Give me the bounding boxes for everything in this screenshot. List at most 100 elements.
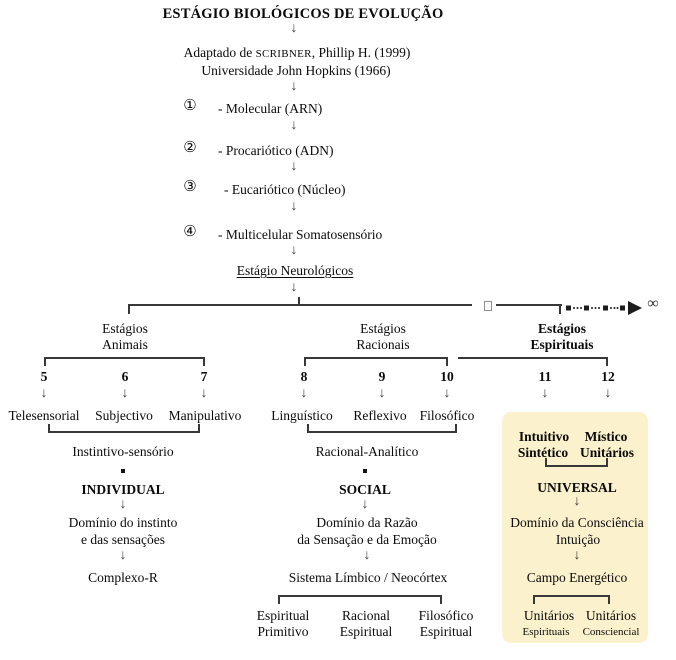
rational-bracket-top bbox=[304, 357, 448, 359]
neurological-stage-label: Estágio Neurológicos bbox=[236, 263, 354, 278]
down-arrow: ↓ bbox=[290, 21, 298, 36]
animal-title-line2: Animais bbox=[102, 337, 148, 352]
infinity-arrow bbox=[566, 301, 642, 315]
down-arrow: ↓ bbox=[573, 494, 581, 509]
down-arrow: ↓ bbox=[363, 548, 371, 563]
stage-number-9: 9 bbox=[378, 369, 386, 384]
down-arrow: ↓ bbox=[290, 118, 298, 133]
bracket-tick bbox=[307, 424, 309, 431]
credit-pre: Adaptado de bbox=[183, 45, 256, 60]
spiritual-outcome-2-line2: Consciencial bbox=[582, 626, 640, 638]
animal-stage-subjectivo: Subjectivo bbox=[95, 408, 153, 423]
bracket-tick bbox=[446, 359, 448, 366]
rational-system: Sistema Límbico / Neocórtex bbox=[288, 570, 448, 585]
spiritual-outcome-1-line1: Unitários bbox=[523, 608, 575, 623]
animal-bracket-top bbox=[44, 357, 205, 359]
down-arrow: ↓ bbox=[290, 79, 298, 94]
branch-tick-right bbox=[559, 306, 561, 314]
down-arrow: ↓ bbox=[300, 386, 308, 401]
spiritual-stage-sintetico: Sintético bbox=[517, 445, 569, 460]
down-arrow: ↓ bbox=[541, 386, 549, 401]
stage-1-circled-number: ① bbox=[183, 98, 197, 114]
credit-line: Adaptado de SCRIBNER, Phillip H. (1999) bbox=[184, 45, 411, 62]
down-arrow: ↓ bbox=[378, 386, 386, 401]
bracket-tick bbox=[278, 597, 280, 604]
down-arrow: ↓ bbox=[604, 386, 612, 401]
rational-domain-line2: da Sensação e da Emoção bbox=[297, 532, 437, 547]
infinity-symbol: ∞ bbox=[647, 295, 659, 312]
rational-outcome-1-line1: Espiritual bbox=[256, 608, 310, 623]
bracket-tick bbox=[440, 597, 442, 604]
rational-title-line2: Racionais bbox=[356, 337, 410, 352]
spiritual-scope: UNIVERSAL bbox=[537, 480, 617, 495]
spiritual-bracket-top bbox=[458, 357, 608, 359]
down-arrow: ↓ bbox=[573, 548, 581, 563]
animal-scope: INDIVIDUAL bbox=[81, 482, 165, 497]
down-arrow: ↓ bbox=[443, 386, 451, 401]
animal-stage-manipulativo: Manipulativo bbox=[168, 408, 242, 423]
spiritual-domain-line1: Domínio da Consciência bbox=[510, 515, 644, 530]
down-arrow: ↓ bbox=[290, 159, 298, 174]
stage-number-7: 7 bbox=[200, 369, 208, 384]
bracket-tick bbox=[608, 597, 610, 604]
stage-2-circled-number: ② bbox=[183, 140, 197, 156]
spiritual-title-line2: Espirituais bbox=[530, 337, 594, 352]
stage-4-label: - Multicelular Somatosensório bbox=[218, 227, 383, 242]
bracket-tick bbox=[48, 424, 50, 431]
branch-tick-center bbox=[298, 297, 300, 305]
square-bullet bbox=[363, 469, 367, 473]
stage-number-8: 8 bbox=[300, 369, 308, 384]
spiritual-highlight-box bbox=[502, 412, 648, 643]
bracket-tick bbox=[198, 424, 200, 431]
square-bullet bbox=[121, 469, 125, 473]
rational-outcome-3-line1: Filosófico bbox=[418, 608, 474, 623]
rational-scope: SOCIAL bbox=[339, 482, 391, 497]
spiritual-bracket-inner bbox=[545, 465, 608, 467]
rational-outcomes-bracket bbox=[278, 595, 442, 597]
stage-2-label: - Procariótico (ADN) bbox=[218, 143, 334, 158]
spiritual-domain-line2: Intuição bbox=[555, 532, 601, 547]
bracket-tick bbox=[203, 359, 205, 366]
stage-number-11: 11 bbox=[538, 369, 552, 384]
animal-stage-telesensorial: Telesensorial bbox=[8, 408, 80, 423]
bracket-tick bbox=[545, 458, 547, 465]
bracket-tick bbox=[606, 359, 608, 366]
rational-stage-linguistico: Linguístico bbox=[271, 408, 333, 423]
stage-4-circled-number: ④ bbox=[183, 224, 197, 240]
stage-1-label: - Molecular (ARN) bbox=[218, 101, 323, 116]
down-arrow: ↓ bbox=[290, 243, 298, 258]
down-arrow: ↓ bbox=[119, 497, 127, 512]
branch-tick-left bbox=[128, 306, 130, 314]
down-arrow: ↓ bbox=[290, 280, 298, 295]
bracket-tick bbox=[304, 359, 306, 366]
animal-outcome: Complexo-R bbox=[88, 570, 158, 585]
branch-line-main bbox=[128, 304, 472, 306]
stage-3-label: - Eucariótico (Núcleo) bbox=[224, 182, 346, 197]
spiritual-outcome-2-line1: Unitários bbox=[585, 608, 637, 623]
rational-domain-line1: Domínio da Razão bbox=[316, 515, 418, 530]
down-arrow: ↓ bbox=[200, 386, 208, 401]
page-title: ESTÁGIO BIOLÓGICOS DE EVOLUÇÃO bbox=[162, 6, 444, 22]
bracket-tick bbox=[533, 597, 535, 604]
rational-outcome-2-line1: Racional bbox=[342, 608, 390, 623]
down-arrow: ↓ bbox=[121, 386, 129, 401]
spiritual-field: Campo Energético bbox=[526, 570, 628, 585]
animal-domain-line1: Domínio do instinto bbox=[68, 515, 178, 530]
bracket-tick bbox=[455, 424, 457, 431]
animal-bracket-bottom bbox=[48, 431, 200, 433]
spiritual-outcomes-bracket bbox=[533, 595, 610, 597]
spiritual-outcome-1-line2: Espirituais bbox=[522, 626, 570, 638]
rational-stage-filosofico: Filosófico bbox=[419, 408, 475, 423]
animal-synthesis: Instintivo-sensório bbox=[72, 444, 174, 459]
spiritual-stage-mistico: Místico bbox=[584, 429, 628, 444]
rational-outcome-1-line2: Primitivo bbox=[257, 624, 309, 639]
spiritual-stage-unitarios: Unitários bbox=[580, 445, 634, 460]
stage-3-circled-number: ③ bbox=[183, 179, 197, 195]
down-arrow: ↓ bbox=[290, 199, 298, 214]
down-arrow: ↓ bbox=[361, 497, 369, 512]
down-arrow: ↓ bbox=[119, 548, 127, 563]
animal-domain-line2: e das sensações bbox=[81, 532, 165, 547]
bracket-tick bbox=[44, 359, 46, 366]
stage-number-5: 5 bbox=[40, 369, 48, 384]
